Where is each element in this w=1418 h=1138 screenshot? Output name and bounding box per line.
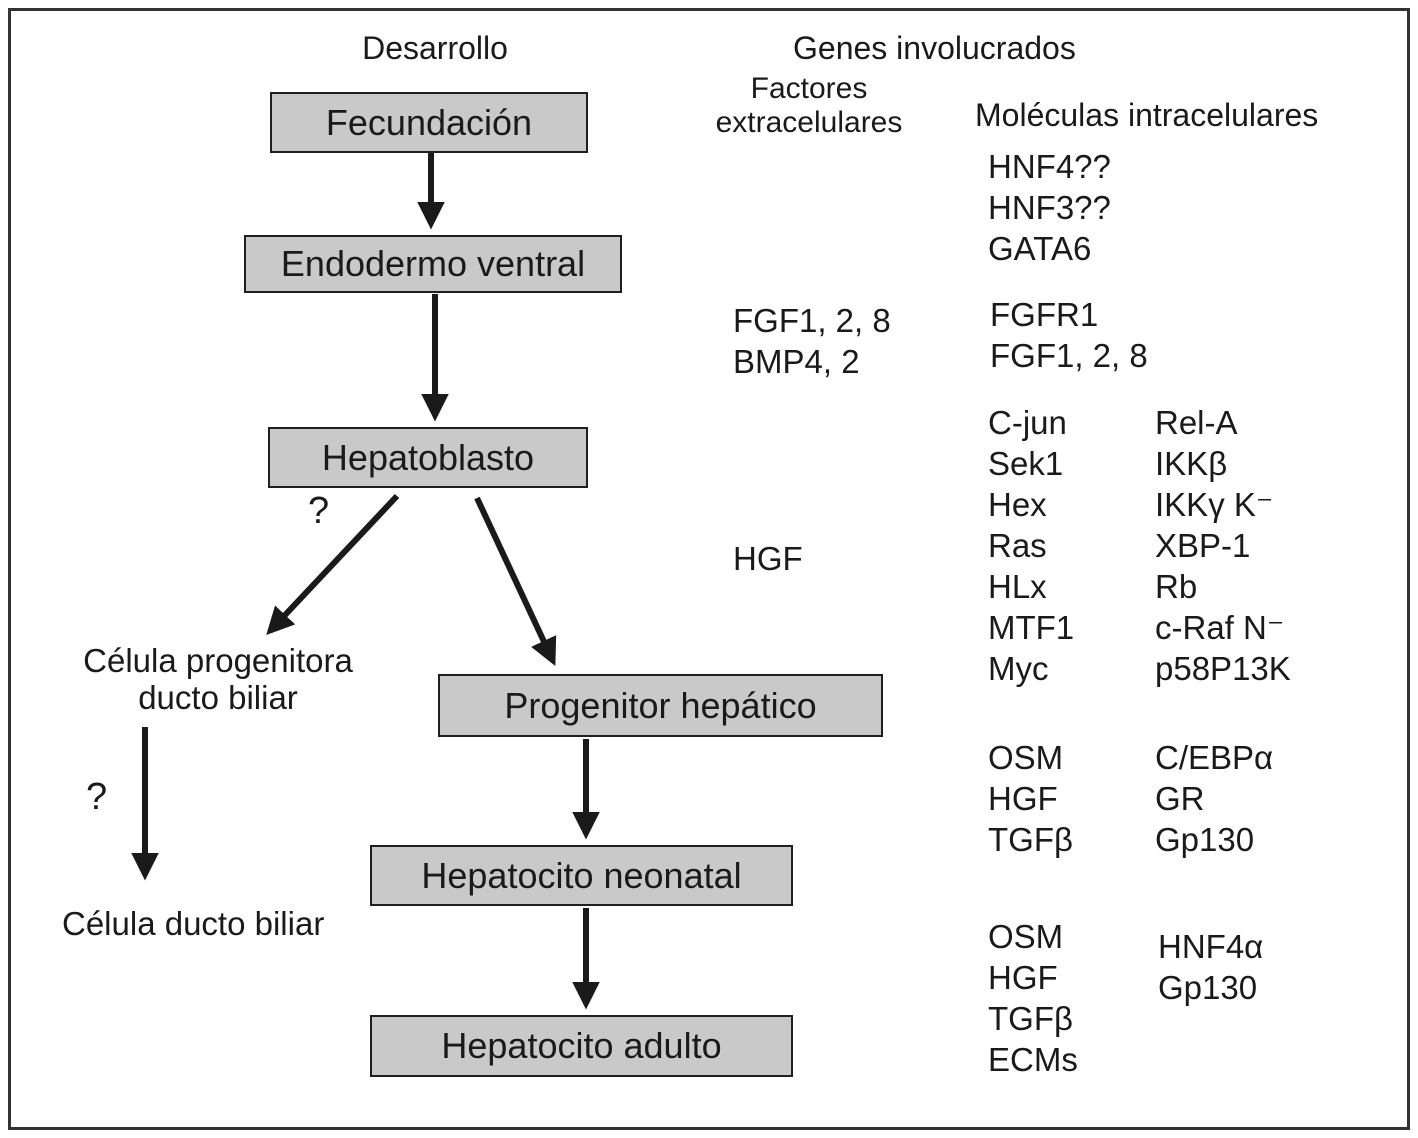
gene-item: C/EBPα (1155, 739, 1274, 776)
extracellular-subtitle: Factores extracelulares (715, 72, 903, 139)
gene-item: MTF1 (988, 609, 1075, 646)
gene-item: HNF4α (1158, 928, 1264, 965)
gene-item: FGFR1 (990, 296, 1099, 333)
gene-item: TGFβ (988, 1000, 1073, 1037)
genes-column-title: Genes involucrados (793, 30, 1076, 66)
gene-list-stage2-extracellular: FGF1, 2, 8 BMP4, 2 (733, 300, 891, 382)
question-mark-branch: ? (308, 490, 330, 532)
gene-item: HGF (988, 780, 1058, 817)
arrow-hepatoblasto-celula-progenitora (266, 493, 400, 636)
node-hepatocito-neonatal: Hepatocito neonatal (370, 845, 793, 906)
gene-item: Rel-A (1155, 404, 1238, 441)
gene-item: FGF1, 2, 8 (990, 337, 1148, 374)
node-progenitor-hepatico: Progenitor hepático (438, 674, 883, 737)
question-mark-left: ? (86, 776, 108, 818)
node-endodermo-ventral: Endodermo ventral (244, 235, 622, 293)
gene-item: Hex (988, 486, 1047, 523)
node-hepatoblasto: Hepatoblasto (268, 427, 588, 488)
gene-item: Sek1 (988, 445, 1064, 482)
gene-item: IKKγ K⁻ (1155, 486, 1274, 523)
intracellular-subtitle: Moléculas intracelulares (975, 97, 1319, 133)
node-fecundacion: Fecundación (270, 92, 588, 153)
gene-item: HNF3?? (988, 189, 1111, 226)
gene-item: c-Raf N⁻ (1155, 609, 1285, 646)
gene-list-stage1-intracellular: HNF4?? HNF3?? GATA6 (988, 146, 1111, 269)
gene-item: Gp130 (1158, 969, 1258, 1006)
gene-item: ECMs (988, 1041, 1078, 1078)
gene-item: FGF1, 2, 8 (733, 302, 891, 339)
label-celula-ducto-biliar: Célula ducto biliar (62, 905, 325, 942)
node-hepatocito-adulto: Hepatocito adulto (370, 1015, 793, 1077)
gene-item: HNF4?? (988, 148, 1111, 185)
gene-item: p58P13K (1155, 650, 1291, 687)
gene-list-stage3-extracellular: HGF (733, 538, 803, 579)
gene-item: IKKβ (1155, 445, 1228, 482)
gene-item: Myc (988, 650, 1049, 687)
gene-item: TGFβ (988, 821, 1073, 858)
gene-item: BMP4, 2 (733, 343, 860, 380)
gene-item: GR (1155, 780, 1205, 817)
gene-item: HLx (988, 568, 1047, 605)
gene-item: OSM (988, 739, 1064, 776)
gene-item: OSM (988, 918, 1064, 955)
development-column-title: Desarrollo (362, 30, 508, 66)
arrow-hepatoblasto-progenitor (474, 496, 557, 667)
gene-item: HGF (733, 540, 803, 577)
gene-item: C-jun (988, 404, 1067, 441)
gene-item: XBP-1 (1155, 527, 1251, 564)
label-celula-progenitora-ducto-biliar: Célula progenitora ducto biliar (83, 642, 353, 716)
gene-item: GATA6 (988, 230, 1092, 267)
gene-item: HGF (988, 959, 1058, 996)
gene-item: Ras (988, 527, 1047, 564)
gene-list-stage4-extracellular: OSM HGF TGFβ (988, 737, 1073, 860)
gene-item: Rb (1155, 568, 1198, 605)
gene-item: Gp130 (1155, 821, 1255, 858)
